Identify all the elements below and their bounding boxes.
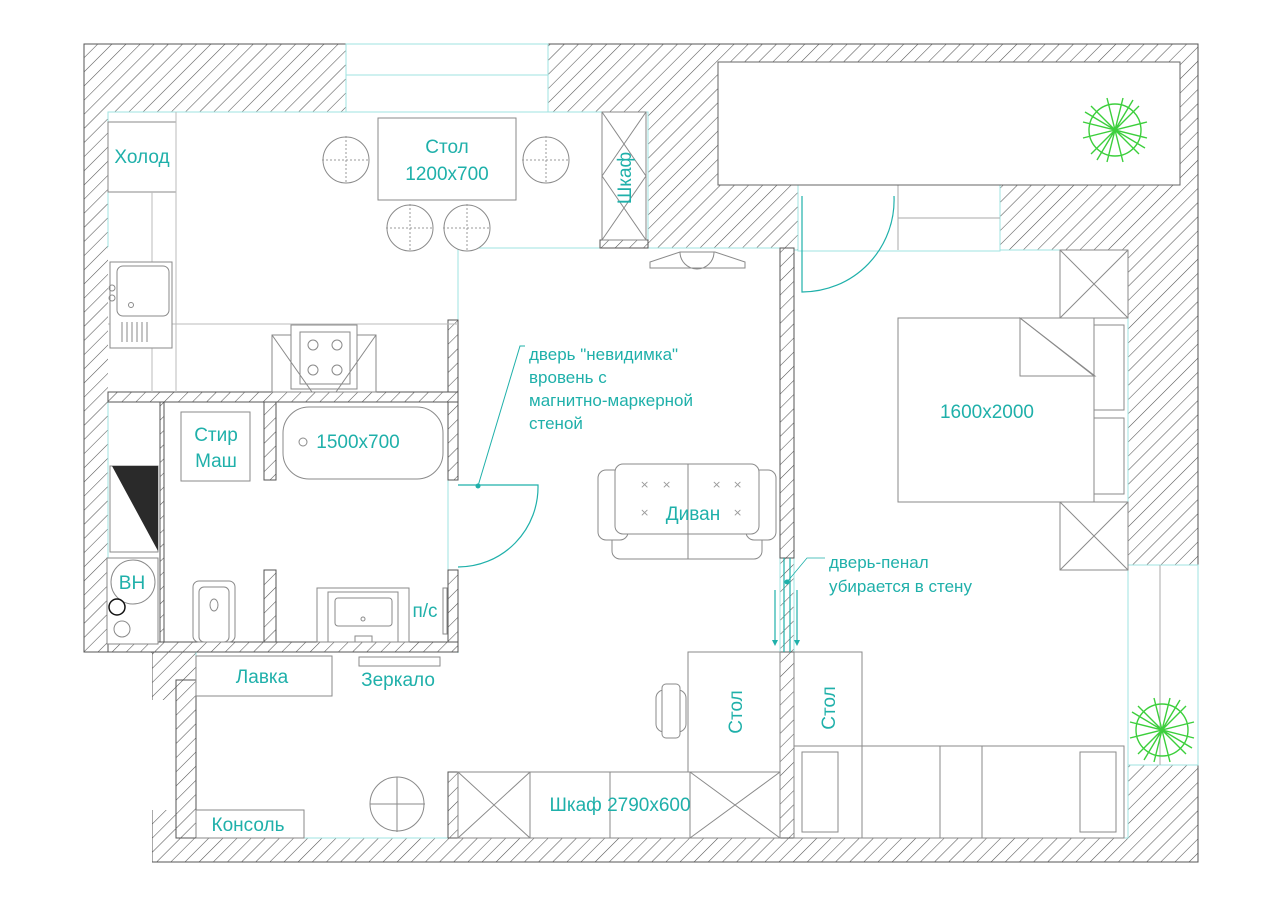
kitchen-furniture: Холод Стол 1200x700 Шка: [107, 111, 746, 393]
inner-walls: [107, 239, 795, 839]
washing-machine: [180, 411, 251, 482]
bedroom-furniture: 1600x2000 Стол: [793, 195, 1129, 839]
desk-right-label: Стол: [819, 686, 840, 729]
note-line: дверь "невидимка": [529, 345, 678, 364]
svg-text:×: ×: [712, 478, 721, 491]
bathtub-label: 1500x700: [316, 432, 399, 453]
toilet-icon: [192, 580, 236, 643]
wardrobe-label: Шкаф 2790x600: [549, 795, 690, 816]
washer-label: Стир: [194, 425, 238, 446]
svg-text:×: ×: [662, 478, 671, 491]
desk-left-label: Стол: [726, 690, 747, 733]
tv-icon: [649, 251, 746, 270]
desk-left: [687, 651, 781, 773]
bed-label: 1600x2000: [940, 402, 1034, 423]
svg-text:×: ×: [640, 506, 649, 519]
invisible-door-note: дверь "невидимка" вровень с магнитно-мар…: [457, 345, 693, 568]
shaft-label: п/с: [412, 601, 437, 622]
kitchen-cabinet: [601, 111, 647, 241]
console-label: Консоль: [212, 815, 285, 836]
note-line: дверь-пенал: [829, 553, 929, 572]
svg-text:×: ×: [640, 478, 649, 491]
bench: [195, 655, 333, 697]
plant-icon: [1129, 697, 1195, 763]
dining-table: [377, 117, 517, 201]
water-heater: [110, 559, 156, 605]
console: [195, 809, 305, 839]
plant-icon: [1082, 97, 1148, 163]
sofa-icon: × × × × × ×: [597, 463, 777, 560]
bed: [897, 317, 1095, 503]
note-line: вровень с: [529, 368, 607, 387]
ceiling-lamp-icon: [369, 776, 425, 832]
pocket-door-note: дверь-пенал убирается в стену: [772, 553, 972, 652]
duct-icon: [112, 466, 158, 551]
fridge-label: Холод: [114, 147, 169, 168]
chair-icons: [322, 136, 570, 252]
sink-icon: [108, 261, 173, 349]
balcony: [717, 61, 1181, 186]
water-heater-label: ВН: [119, 573, 145, 594]
note-line: магнитно-маркерной: [529, 391, 693, 410]
dining-table-size: 1200x700: [405, 164, 488, 185]
sofa-label: Диван: [666, 504, 720, 525]
stove-icon: [271, 324, 377, 393]
kitchen-cabinet-label: Шкаф: [615, 152, 636, 204]
window-top: [345, 43, 549, 113]
bedroom-cabinets: [793, 745, 1125, 839]
bench-label: Лавка: [236, 667, 289, 688]
svg-text:×: ×: [733, 506, 742, 519]
bathtub: [282, 406, 444, 480]
wardrobe: [457, 771, 781, 839]
living-furniture: × × × × × × Диван Стол: [597, 463, 781, 773]
mirror-label: Зеркало: [361, 670, 435, 691]
hallway-furniture: Лавка Зеркало Консоль Шкаф 2790x600: [195, 655, 781, 839]
dining-table-title: Стол: [425, 137, 468, 158]
note-line: стеной: [529, 414, 583, 433]
washer-label: Маш: [195, 451, 237, 472]
mirror: [358, 656, 441, 667]
bathroom-furniture: Стир Маш 1500x700 ВН п/с: [106, 406, 448, 645]
fridge: [107, 121, 177, 193]
washbasin-icon: [327, 591, 399, 643]
note-line: убирается в стену: [829, 577, 972, 596]
office-chair-icon: [655, 683, 687, 739]
svg-text:×: ×: [733, 478, 742, 491]
